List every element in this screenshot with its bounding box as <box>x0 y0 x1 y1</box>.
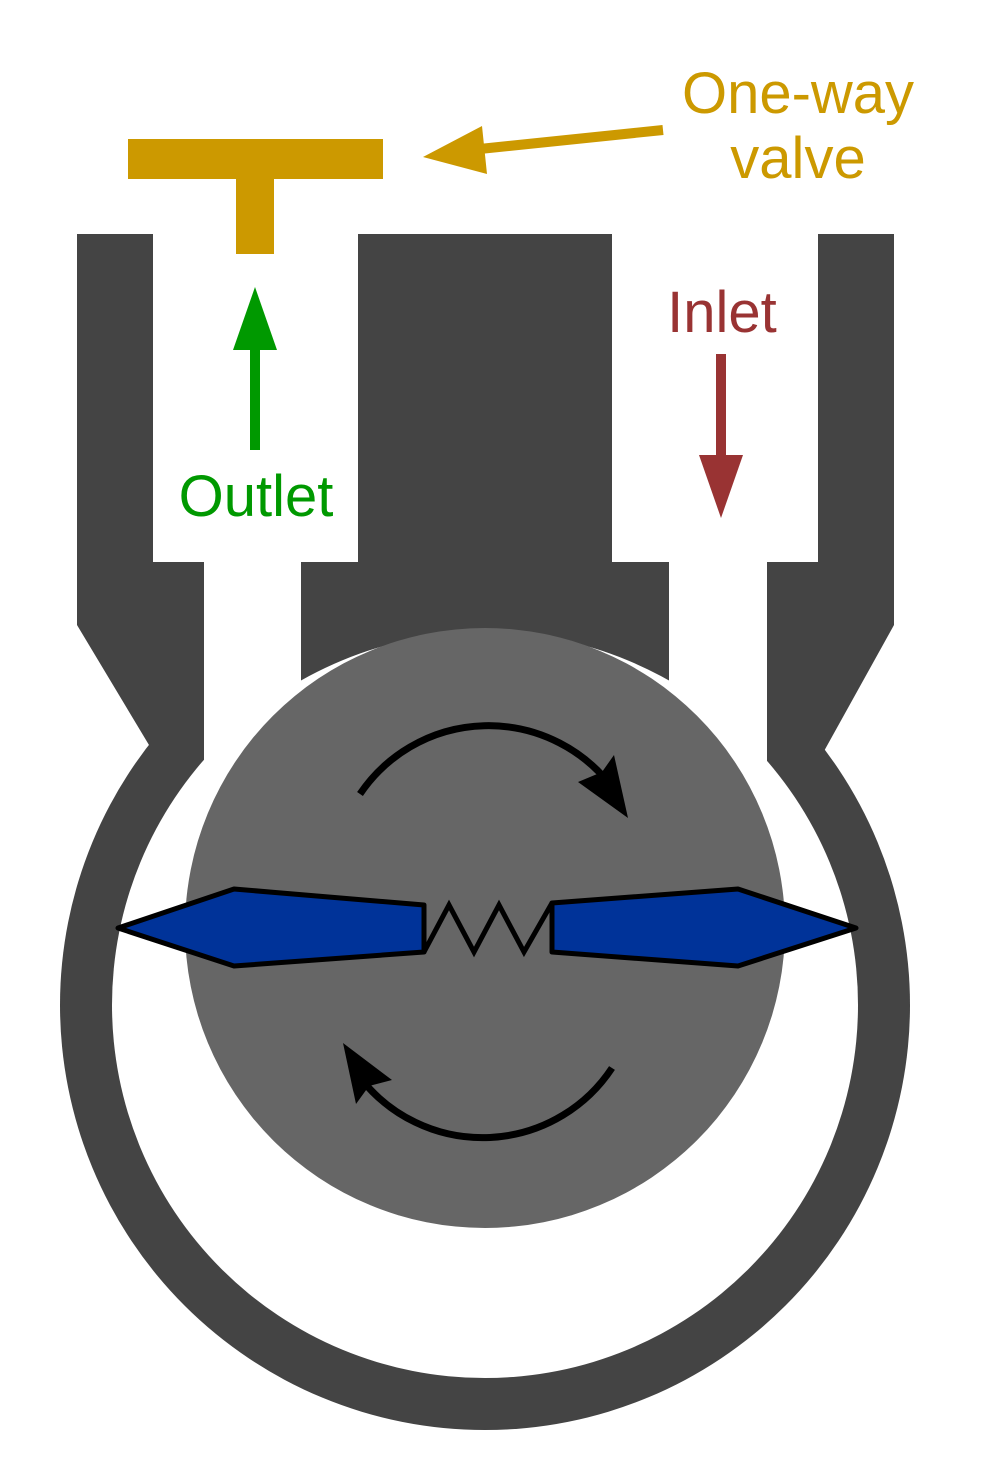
inlet-arrow <box>699 354 743 518</box>
valve-pointer-arrow <box>423 125 664 174</box>
outlet-arrow <box>233 287 277 450</box>
one-way-valve <box>128 139 383 254</box>
clockwise-arrow-icon <box>357 722 615 796</box>
valve-label-line1: One-way <box>682 61 914 126</box>
rotation-arrow-top <box>357 722 628 818</box>
valve-label-line2: valve <box>730 126 865 191</box>
spring-icon <box>421 899 555 958</box>
rotation-arrow-bottom <box>343 1043 615 1142</box>
left-vane <box>115 886 427 969</box>
inlet-label: Inlet <box>667 280 777 345</box>
right-vane <box>549 886 859 969</box>
outlet-label: Outlet <box>179 464 334 529</box>
clockwise-arrow-icon <box>359 1066 615 1142</box>
